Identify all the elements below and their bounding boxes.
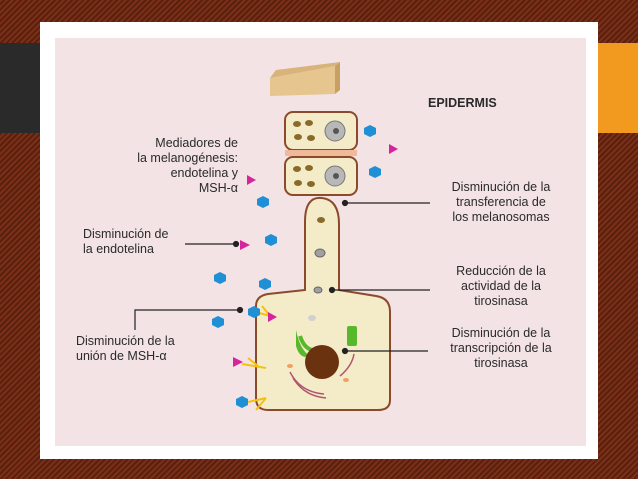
endothelin-triangle	[233, 357, 243, 367]
melanosome-transfer-label: Disminución de la transferencia de los m…	[434, 180, 568, 225]
keratinocyte-upper	[284, 111, 358, 151]
mediators-line: la melanogénesis:	[137, 151, 238, 165]
keratinocyte-lower	[284, 156, 358, 196]
melanosome-transfer-line: transferencia de	[456, 195, 546, 209]
msh-hexagon	[257, 196, 269, 208]
msh-hexagon	[364, 125, 376, 137]
melanocyte	[255, 196, 391, 411]
msh-hexagon	[259, 278, 271, 290]
left-dark-band	[0, 43, 40, 133]
endothelin-triangles	[233, 144, 398, 367]
msh-hexagon	[265, 234, 277, 246]
epidermis-tissue-block	[270, 62, 340, 96]
msh-hexagon	[248, 306, 260, 318]
mediators-label: Mediadores de la melanogénesis: endoteli…	[137, 136, 238, 196]
msh-hexagons	[212, 125, 381, 408]
endothelin-triangle	[389, 144, 398, 154]
tyrosinase-activity-line: tirosinasa	[474, 294, 528, 308]
mediators-line: Mediadores de	[155, 136, 238, 150]
msh-binding-decrease-label: Disminución de la unión de MSH-α	[76, 334, 175, 364]
tyrosinase-transcription-line: tirosinasa	[474, 356, 528, 370]
msh-binding-decrease-line: Disminución de la	[76, 334, 175, 348]
msh-hexagon	[212, 316, 224, 328]
endothelin-decrease-label: Disminución de la endotelina	[83, 227, 168, 257]
melanosome-transfer-line: los melanosomas	[452, 210, 550, 224]
pointer-lines	[134, 199, 430, 355]
receptor-2	[241, 357, 267, 369]
tyrosinase-activity-line: Reducción de la	[456, 264, 546, 278]
mediators-line: endotelina y	[170, 166, 238, 180]
epidermis-title: EPIDERMIS	[428, 96, 497, 110]
melanosome-transfer-line: Disminución de la	[451, 180, 551, 194]
right-orange-band	[598, 43, 638, 133]
msh-hexagon	[369, 166, 381, 178]
tyrosinase-transcription-line: Disminución de la	[451, 326, 551, 340]
tyrosinase-activity-label: Reducción de la actividad de la tirosina…	[436, 264, 566, 309]
tyrosinase-activity-line: actividad de la	[461, 279, 541, 293]
msh-hexagon	[214, 272, 226, 284]
endothelin-decrease-line: Disminución de	[83, 227, 169, 241]
endothelin-triangle	[247, 175, 256, 185]
cell-junction	[285, 150, 357, 156]
mediators-line: MSH-α	[198, 181, 238, 195]
receptor-3	[247, 397, 267, 411]
endothelin-decrease-line: la endotelina	[83, 242, 154, 256]
tyrosinase-transcription-label: Disminución de la transcripción de la ti…	[430, 326, 572, 371]
tyrosinase-transcription-line: transcripción de la	[450, 341, 552, 355]
endothelin-triangle	[240, 240, 250, 250]
msh-hexagon	[236, 396, 248, 408]
msh-binding-decrease-line: unión de MSH-α	[76, 349, 167, 363]
endothelin-triangle	[268, 312, 277, 322]
